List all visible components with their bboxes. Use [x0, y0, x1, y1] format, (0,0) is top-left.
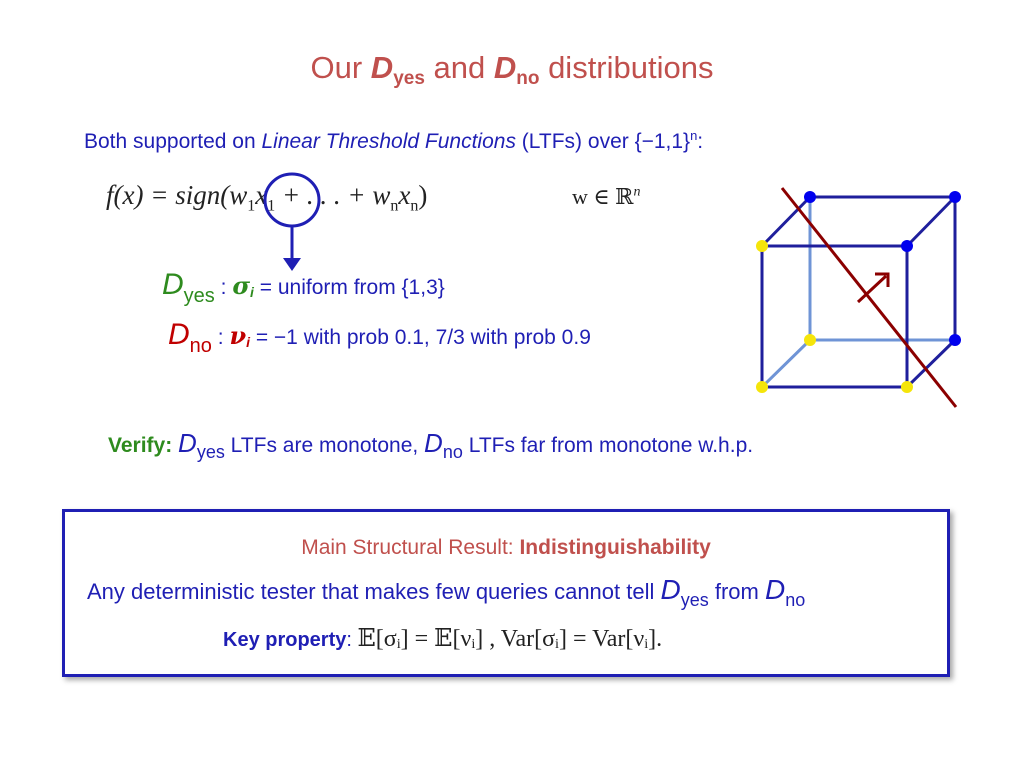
verify-text-1: LTFs are monotone,	[224, 434, 425, 457]
separating-hyperplane	[780, 187, 958, 408]
cube-edge	[905, 195, 957, 248]
result-yes-sub: yes	[680, 590, 709, 610]
nu-sub: i	[246, 334, 250, 350]
hypercube-diagram	[756, 187, 961, 408]
dyes-sub: yes	[183, 285, 215, 307]
title-suffix: distributions	[539, 50, 714, 85]
result-d-no: D	[764, 574, 786, 605]
vertex-negative	[756, 381, 768, 393]
formula-lhs: f(x) = sign(w	[106, 180, 248, 210]
dno-sub: no	[189, 335, 212, 357]
vertex-negative	[756, 240, 768, 252]
main-result-box: Main Structural Result: Indistinguishabi…	[62, 509, 950, 677]
title-d-no: D	[493, 50, 517, 85]
verify-d-yes: D	[178, 428, 197, 458]
dyes-letter: D	[162, 268, 184, 301]
formula-sub-nb: n	[410, 197, 419, 215]
ltf-formula: f(x) = sign(w1x1 + . . . + wnxn)	[106, 180, 427, 215]
cube-front-face	[760, 244, 909, 389]
dyes-definition: Dyes : σi = uniform from {1,3}	[162, 268, 445, 307]
vertex-positive	[949, 191, 961, 203]
dyes-text: uniform from {1,3}	[277, 276, 445, 299]
vertex-positive	[949, 334, 961, 346]
verify-label: Verify:	[108, 434, 173, 457]
w1-highlight-circle	[263, 172, 321, 228]
result-title: Main Structural Result: Indistinguishabi…	[65, 536, 947, 560]
result-from: from	[708, 579, 765, 604]
support-prefix: Both supported on	[84, 130, 262, 153]
support-sup: n	[690, 128, 698, 143]
result-title-bold: Indistinguishability	[519, 536, 711, 559]
verify-yes-sub: yes	[196, 442, 225, 462]
cube-edge	[760, 195, 812, 248]
sigma-symbol: σ	[232, 271, 251, 300]
support-line: Both supported on Linear Threshold Funct…	[84, 128, 703, 154]
formula-x1: x	[255, 180, 268, 210]
key-property-label: Key property	[223, 629, 347, 651]
vertex-negative	[804, 334, 816, 346]
verify-no-sub: no	[442, 442, 463, 462]
formula-xn: x	[398, 180, 411, 210]
wvec-text: w ∈ ℝ	[572, 184, 634, 209]
result-statement-text: Any deterministic tester that makes few …	[87, 579, 661, 604]
dno-definition: Dno : νi = −1 with prob 0.1, 7/3 with pr…	[168, 318, 591, 357]
title-no-sub: no	[516, 68, 540, 89]
support-ltf: Linear Threshold Functions	[261, 130, 516, 153]
key-property-math: 𝔼[σᵢ] = 𝔼[νᵢ] , Var[σᵢ] = Var[νᵢ].	[357, 626, 663, 652]
cube-edge	[760, 338, 812, 389]
sigma-sub: i	[250, 284, 254, 300]
title-d-yes: D	[370, 50, 394, 85]
dyes-eq: =	[253, 276, 278, 299]
cube-edge	[905, 338, 957, 389]
key-property-colon: :	[346, 629, 358, 651]
result-d-yes: D	[660, 574, 681, 605]
support-suffix: :	[697, 130, 704, 153]
dno-text: −1 with prob 0.1, 7/3 with prob 0.9	[273, 326, 591, 349]
dno-eq: =	[249, 326, 274, 349]
result-no-sub: no	[785, 590, 806, 610]
down-arrow-icon	[283, 258, 301, 271]
verify-d-no: D	[424, 428, 443, 458]
normal-arrow-icon	[875, 272, 890, 287]
weight-vector-domain: w ∈ ℝn	[572, 184, 640, 210]
formula-sub-1b: 1	[267, 197, 276, 215]
result-statement: Any deterministic tester that makes few …	[87, 574, 805, 610]
result-title-prefix: Main Structural Result:	[301, 536, 520, 559]
formula-sub-1: 1	[247, 197, 256, 215]
vertex-positive	[901, 240, 913, 252]
formula-sub-n: n	[390, 197, 399, 215]
dno-colon: :	[211, 326, 230, 349]
title-prefix: Our	[310, 50, 371, 85]
slide-title: Our Dyes and Dno distributions	[0, 50, 1024, 89]
verify-text-2: LTFs far from monotone w.h.p.	[462, 434, 754, 457]
dyes-colon: :	[214, 276, 233, 299]
key-property-line: Key property: 𝔼[σᵢ] = 𝔼[νᵢ] , Var[σᵢ] = …	[223, 624, 662, 653]
title-yes-sub: yes	[393, 68, 425, 89]
formula-mid: + . . . + w	[275, 180, 391, 210]
title-middle: and	[424, 50, 494, 85]
formula-close: )	[418, 180, 428, 210]
dno-letter: D	[168, 318, 190, 351]
normal-arrow-shaft	[856, 274, 888, 304]
verify-line: Verify: Dyes LTFs are monotone, Dno LTFs…	[108, 428, 754, 462]
vertex-negative	[901, 381, 913, 393]
nu-symbol: ν	[229, 321, 247, 350]
vertex-positive	[804, 191, 816, 203]
wvec-sup: n	[633, 184, 641, 200]
support-middle: (LTFs) over {−1,1}	[515, 130, 691, 153]
